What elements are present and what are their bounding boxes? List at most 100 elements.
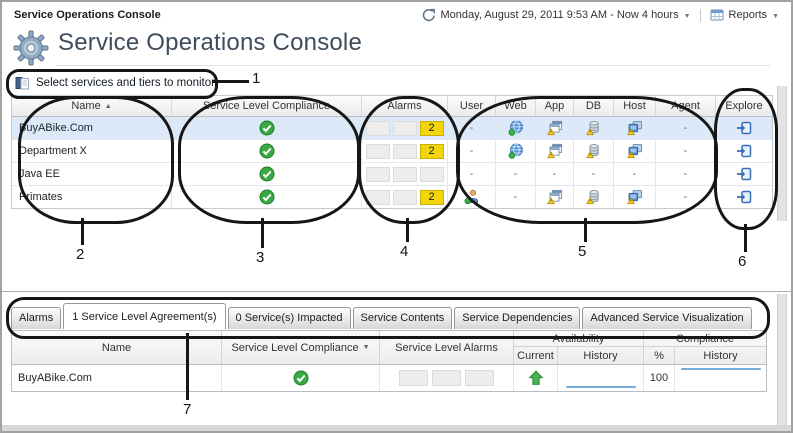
explore-icon[interactable] <box>736 143 752 159</box>
empty-tier-dash: - <box>632 168 637 180</box>
empty-tier-dash: - <box>683 168 688 180</box>
col-header-label: User <box>459 100 484 112</box>
explore-icon[interactable] <box>736 189 752 205</box>
col-header-host[interactable]: Host <box>614 96 656 116</box>
col-header-label: Host <box>623 100 646 112</box>
alarms-cell: 2 <box>362 186 448 208</box>
tab-service-contents[interactable]: Service Contents <box>352 307 453 329</box>
callout-line-2 <box>81 218 84 245</box>
alarm-count-badge[interactable]: 2 <box>419 143 444 159</box>
bottom-strip <box>2 425 791 431</box>
db-tier-cell <box>574 186 614 208</box>
explore-icon[interactable] <box>736 120 752 136</box>
availability-history-sparkline <box>565 385 636 388</box>
topbar: Monday, August 29, 2011 9:53 AM - Now 4 … <box>422 8 779 22</box>
sla-row-alarms-cell <box>380 365 514 391</box>
agent-tier-cell: - <box>656 186 716 208</box>
tab-advanced-service-visualization[interactable]: Advanced Service Visualization <box>582 307 752 329</box>
sla-group-compliance: Compliance % History <box>644 331 766 364</box>
alarm-severity-box <box>392 166 417 182</box>
time-range-dropdown-caret[interactable]: ▼ <box>683 12 691 20</box>
availability-current-cell <box>514 365 558 391</box>
empty-tier-dash: - <box>591 168 596 180</box>
section-divider <box>2 291 791 292</box>
page-title: Service Operations Console <box>58 29 363 56</box>
alarm-severity-box <box>465 370 494 386</box>
reports-icon <box>710 8 724 22</box>
sla-row-name: BuyABike.Com <box>12 365 222 391</box>
scrollbar-upper[interactable] <box>777 86 787 221</box>
sla-table: Name Service Level Compliance ▼ Service … <box>11 330 767 392</box>
compliance-ok-icon <box>259 143 275 159</box>
tab-0-service-s-impacted[interactable]: 0 Service(s) Impacted <box>227 307 351 329</box>
sla-col-percent[interactable]: % <box>644 347 675 364</box>
db-tier-warning-icon[interactable] <box>585 120 602 136</box>
app-tier-warning-icon[interactable] <box>546 120 563 136</box>
callout-label-2: 2 <box>76 246 85 263</box>
sla-col-current[interactable]: Current <box>514 347 558 364</box>
alarm-severity-box <box>432 370 461 386</box>
callout-line-3 <box>261 218 264 248</box>
tab-1-service-level-agreement-s-[interactable]: 1 Service Level Agreement(s) <box>63 303 226 329</box>
reports-dropdown-caret[interactable]: ▼ <box>772 12 779 20</box>
explore-cell <box>716 186 772 208</box>
col-header-app[interactable]: App <box>536 96 574 116</box>
col-header-label: Explore <box>725 100 763 112</box>
sla-row-buyabike[interactable]: BuyABike.Com 100 <box>12 365 766 391</box>
explore-cell <box>716 140 772 162</box>
alarm-severity-box <box>365 166 390 182</box>
compliance-group-header: Compliance <box>644 331 766 347</box>
empty-tier-dash: - <box>513 191 518 203</box>
web-globe-icon[interactable] <box>508 120 524 136</box>
empty-tier-dash: - <box>683 122 688 134</box>
db-tier-warning-icon[interactable] <box>585 143 602 159</box>
alarm-count-badge[interactable]: 2 <box>419 189 444 205</box>
col-header-user[interactable]: User <box>448 96 496 116</box>
col-header-web[interactable]: Web <box>496 96 536 116</box>
web-globe-icon[interactable] <box>508 143 524 159</box>
time-range-label[interactable]: Monday, August 29, 2011 9:53 AM - Now 4 … <box>440 9 679 21</box>
empty-tier-dash: - <box>469 168 474 180</box>
callout-line-4 <box>406 218 409 242</box>
app-tier-warning-icon[interactable] <box>546 143 563 159</box>
col-header-explore[interactable]: Explore <box>716 96 772 116</box>
sla-col-availability-history[interactable]: History <box>558 347 644 364</box>
sort-asc-icon: ▲ <box>104 102 112 110</box>
col-header-name[interactable]: Name▲ <box>12 96 172 116</box>
service-name-cell: Department X <box>12 140 172 162</box>
empty-tier-dash: - <box>469 145 474 157</box>
col-header-db[interactable]: DB <box>574 96 614 116</box>
agent-tier-cell: - <box>656 163 716 185</box>
sla-col-service-level-alarms[interactable]: Service Level Alarms <box>380 331 514 364</box>
alarm-severity-box <box>365 189 390 205</box>
select-services-icon <box>15 75 31 91</box>
callout-line-5 <box>584 218 587 242</box>
col-header-alarms[interactable]: Alarms <box>362 96 448 116</box>
col-header-service-level-compliance[interactable]: Service Level Compliance <box>172 96 362 116</box>
reports-menu[interactable]: Reports <box>728 9 768 21</box>
service-level-compliance-cell <box>172 186 362 208</box>
service-row-java-ee[interactable]: Java EE------ <box>12 163 772 186</box>
tab-service-dependencies[interactable]: Service Dependencies <box>454 307 581 329</box>
alarm-count-badge[interactable]: 2 <box>419 120 444 136</box>
col-header-agent[interactable]: Agent <box>656 96 716 116</box>
select-services-link[interactable]: Select services and tiers to monitor <box>15 75 215 91</box>
scrollbar-lower[interactable] <box>777 294 787 425</box>
sla-col-compliance-history[interactable]: History <box>703 349 738 362</box>
host-tier-warning-icon[interactable] <box>626 143 643 159</box>
app-tier-warning-icon[interactable] <box>546 189 563 205</box>
compliance-percent-cell: 100 <box>644 365 675 391</box>
host-tier-warning-icon[interactable] <box>626 120 643 136</box>
user-tier-icon[interactable] <box>464 189 480 205</box>
availability-history-cell <box>558 365 644 391</box>
sla-col-name[interactable]: Name <box>12 331 222 364</box>
db-tier-warning-icon[interactable] <box>585 189 602 205</box>
sla-col-service-level-compliance[interactable]: Service Level Compliance ▼ <box>222 331 380 364</box>
host-tier-warning-icon[interactable] <box>626 189 643 205</box>
explore-icon[interactable] <box>736 166 752 182</box>
tab-alarms[interactable]: Alarms <box>11 307 62 329</box>
